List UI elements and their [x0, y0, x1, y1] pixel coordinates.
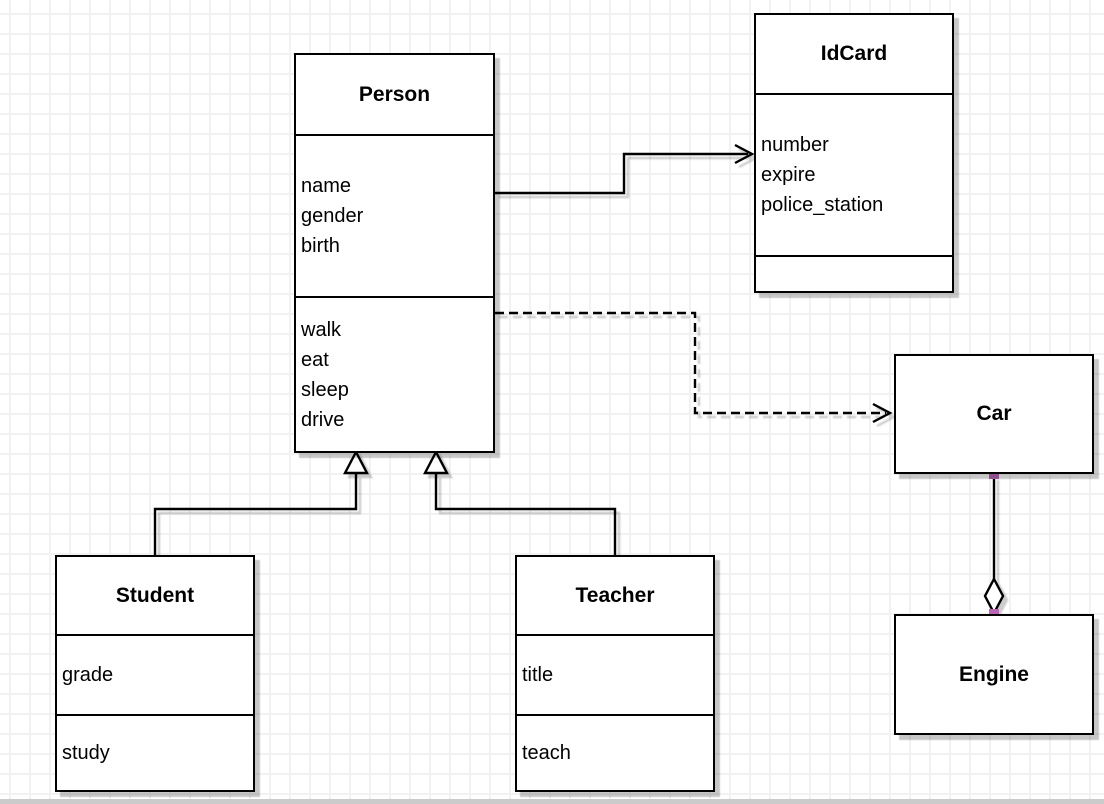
generalization-connector-teacher-person[interactable] [423, 449, 617, 556]
association-connector-person-idcard[interactable] [495, 143, 755, 195]
open-arrowhead-icon [872, 402, 893, 424]
attributes-compartment: number expire police_station [756, 93, 952, 255]
open-arrowhead-icon [734, 143, 755, 165]
attribute-item: title [522, 664, 554, 686]
methods-compartment [756, 255, 952, 291]
generalization-line[interactable] [153, 473, 358, 556]
methods-compartment: teach [517, 714, 713, 790]
class-box-car[interactable]: Car [894, 354, 1094, 474]
hollow-diamond-icon [983, 576, 1005, 616]
class-box-engine[interactable]: Engine [894, 614, 1094, 735]
dependency-line[interactable] [495, 311, 886, 415]
method-item: eat [301, 348, 329, 371]
class-title: Person [358, 82, 431, 106]
method-item: study [62, 742, 110, 764]
generalization-connector-student-person[interactable] [153, 449, 369, 556]
method-item: teach [522, 742, 571, 764]
class-box-teacher[interactable]: Teacher title teach [515, 555, 715, 792]
class-title: Engine [958, 662, 1029, 686]
connection-handle[interactable] [989, 469, 999, 479]
attribute-item: gender [301, 205, 364, 227]
method-item: drive [301, 408, 345, 431]
attribute-item: police_station [761, 194, 884, 216]
generalization-line[interactable] [434, 473, 617, 556]
method-item: walk [301, 318, 342, 341]
class-title: Student [115, 583, 195, 607]
class-title: IdCard [820, 42, 888, 65]
attribute-item: name [301, 175, 352, 197]
attribute-item: grade [62, 664, 114, 686]
class-title: Teacher [575, 583, 655, 607]
attribute-item: birth [301, 235, 340, 257]
association-line[interactable] [495, 152, 748, 195]
canvas-bottom-edge [0, 799, 1104, 804]
class-box-person[interactable]: Person name gender birth walk eat sleep … [294, 53, 495, 453]
class-box-student[interactable]: Student grade study [55, 555, 255, 792]
attribute-item: expire [761, 164, 816, 186]
methods-compartment: study [57, 714, 253, 790]
class-title: Car [976, 402, 1012, 425]
methods-compartment: walk eat sleep drive [296, 296, 493, 451]
attributes-compartment: grade [57, 634, 253, 714]
dependency-connector-person-car[interactable] [495, 311, 893, 424]
attributes-compartment: name gender birth [296, 134, 493, 296]
method-item: sleep [301, 378, 349, 401]
hollow-triangle-arrowhead-icon [343, 449, 369, 475]
attributes-compartment: title [517, 634, 713, 714]
class-box-idcard[interactable]: IdCard number expire police_station [754, 13, 954, 293]
aggregation-connector-car-engine[interactable] [983, 476, 1005, 616]
attribute-item: number [761, 134, 829, 156]
hollow-triangle-arrowhead-icon [423, 449, 449, 475]
